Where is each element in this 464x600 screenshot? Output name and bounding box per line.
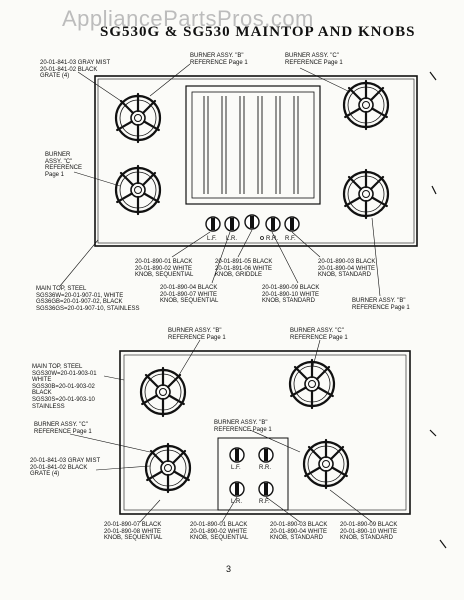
top-knob-seq-label: 20-01-890-01 BLACK 20-01-890-02 WHITE KN… <box>135 259 194 279</box>
grate-left-front <box>114 164 162 216</box>
page-title: SG530G & SG530 MAINTOP AND KNOBS <box>100 24 416 40</box>
knob-griddle[interactable] <box>244 214 260 230</box>
grate-right-front <box>342 168 390 220</box>
bottom-cooktop <box>69 339 411 523</box>
top-knob-std2-label: 20-01-890-09 BLACK 20-01-890-10 WHITE KN… <box>262 285 320 305</box>
knob-rf-label: R.F. <box>285 236 296 242</box>
knob-lf-label: L.F. <box>207 236 217 242</box>
grate-right-rear-2 <box>288 358 336 410</box>
knob-rf-2[interactable] <box>258 481 274 497</box>
top-main-top-label: MAIN TOP, STEEL SGS36W=20-01-907-01, WHI… <box>36 286 140 312</box>
bottom-control-panel <box>217 437 289 511</box>
bottom-burner-b-label: BURNER ASSY. "B" REFERENCE Page 1 <box>168 328 226 341</box>
knob-lr-2[interactable] <box>229 481 245 497</box>
top-knob-std-label: 20-01-890-03 BLACK 20-01-890-04 WHITE KN… <box>318 259 376 279</box>
knob-rf-2-label: R.F. <box>259 499 270 505</box>
grate-left-rear <box>114 92 162 144</box>
knob-lr[interactable] <box>224 216 240 232</box>
grate-left-rear-2 <box>139 366 187 418</box>
bottom-burner-c-label: BURNER ASSY. "C" REFERENCE Page 1 <box>290 328 348 341</box>
top-cooktop <box>59 63 418 297</box>
grate-right-front-2 <box>302 438 350 490</box>
knob-rr-label: R.R. <box>266 236 278 242</box>
bottom-knob-a-label: 20-01-890-07 BLACK 20-01-890-08 WHITE KN… <box>104 522 163 542</box>
knob-lf-2-label: L.F. <box>231 465 241 471</box>
top-burner-b-label: BURNER ASSY. "B" REFERENCE Page 1 <box>190 53 248 66</box>
bottom-knob-d-label: 20-01-890-09 BLACK 20-01-890-10 WHITE KN… <box>340 522 398 542</box>
knob-lr-label: L.R. <box>226 236 238 242</box>
top-knob-seq2-label: 20-01-890-04 BLACK 20-01-890-07 WHITE KN… <box>160 285 219 305</box>
bottom-burner-b-mid-label: BURNER ASSY. "B" REFERENCE Page 1 <box>214 420 272 433</box>
knob-lr-2-label: L.R. <box>231 499 243 505</box>
page-number: 3 <box>226 564 232 574</box>
bottom-knob-b-label: 20-01-890-01 BLACK 20-01-890-02 WHITE KN… <box>190 522 249 542</box>
top-knob-griddle-label: 20-01-891-05 BLACK 20-01-891-06 WHITE KN… <box>215 259 273 279</box>
bottom-burner-c-left-label: BURNER ASSY. "C" REFERENCE Page 1 <box>34 422 92 435</box>
top-burner-c-left-label: BURNER ASSY. "C" REFERENCE Page 1 <box>45 152 83 178</box>
bottom-knob-c-label: 20-01-890-03 BLACK 20-01-890-04 WHITE KN… <box>270 522 328 542</box>
grate-right-rear <box>342 79 390 131</box>
knob-lf-2[interactable] <box>229 447 245 463</box>
bottom-main-top-label: MAIN TOP, STEEL SGS30W=20-01-903-01 WHIT… <box>32 364 97 410</box>
top-main-top-outline <box>94 75 418 247</box>
knob-rr-2[interactable] <box>258 447 274 463</box>
top-burner-c-label: BURNER ASSY. "C" REFERENCE Page 1 <box>285 53 343 66</box>
knob-lf[interactable] <box>205 216 221 232</box>
bottom-grate-label: 20-01-841-03 GRAY MIST 20-01-841-02 BLAC… <box>30 458 101 478</box>
watermark: AppliancePartsPros.com <box>62 6 314 31</box>
bottom-main-top-outline <box>119 350 411 515</box>
top-griddle <box>185 85 321 205</box>
grate-left-front-2 <box>144 442 192 494</box>
top-grate-label: 20-01-841-03 GRAY MIST 20-01-841-02 BLAC… <box>40 60 111 80</box>
top-burner-b-right-label: BURNER ASSY. "B" REFERENCE Page 1 <box>352 298 410 311</box>
knob-rf[interactable] <box>284 216 300 232</box>
knob-rr[interactable] <box>265 216 281 232</box>
knob-rr-2-label: R.R. <box>259 465 271 471</box>
